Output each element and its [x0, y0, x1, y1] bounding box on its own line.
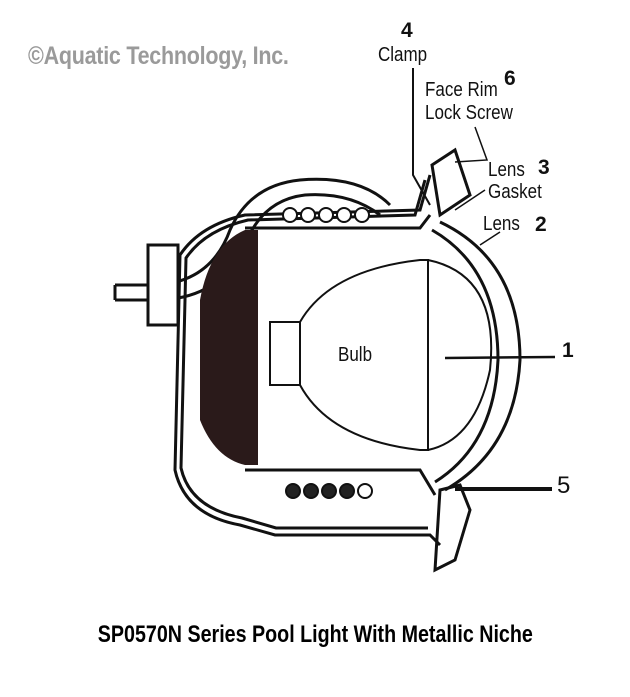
callout-label-lens: Lens	[483, 213, 520, 235]
callout-number-4: 4	[401, 19, 413, 42]
leader-1	[444, 355, 556, 360]
caption-text: SP0570N Series Pool Light With Metallic …	[97, 621, 533, 648]
wire-coils-top	[282, 207, 370, 223]
cord-conduit	[115, 177, 392, 287]
callout-label-face-rim-line2: Lock Screw	[425, 102, 513, 124]
callout-label-lens-gasket-line1: Lens	[488, 159, 525, 181]
callout-label-lens-gasket-line2: Gasket	[488, 181, 542, 203]
leader-clamp	[412, 68, 431, 206]
leader-gasket	[454, 189, 486, 211]
callout-number-6: 6	[504, 67, 516, 90]
callout-number-5: 5	[557, 472, 571, 499]
callout-label-clamp: Clamp	[378, 44, 428, 66]
wire-coils-bottom	[285, 483, 373, 499]
lens	[439, 220, 522, 492]
niche-housing	[173, 174, 442, 547]
callout-number-1: 1	[562, 339, 574, 362]
conduit-fitting	[146, 243, 180, 327]
figure-caption: SP0570N Series Pool Light With Metallic …	[0, 621, 630, 649]
bulb-label: Bulb	[338, 344, 373, 366]
leader-face-rim	[454, 126, 489, 163]
callout-label-face-rim-line1: Face Rim	[425, 79, 498, 101]
callout-number-3: 3	[538, 156, 550, 179]
reflector	[200, 230, 258, 465]
callout-number-2: 2	[535, 213, 547, 236]
leader-lens	[479, 231, 501, 246]
face-rim-bottom	[433, 483, 472, 573]
copyright-watermark: ©Aquatic Technology, Inc.	[28, 42, 289, 70]
lamp-body	[245, 214, 432, 230]
face-rim-top	[430, 147, 472, 218]
